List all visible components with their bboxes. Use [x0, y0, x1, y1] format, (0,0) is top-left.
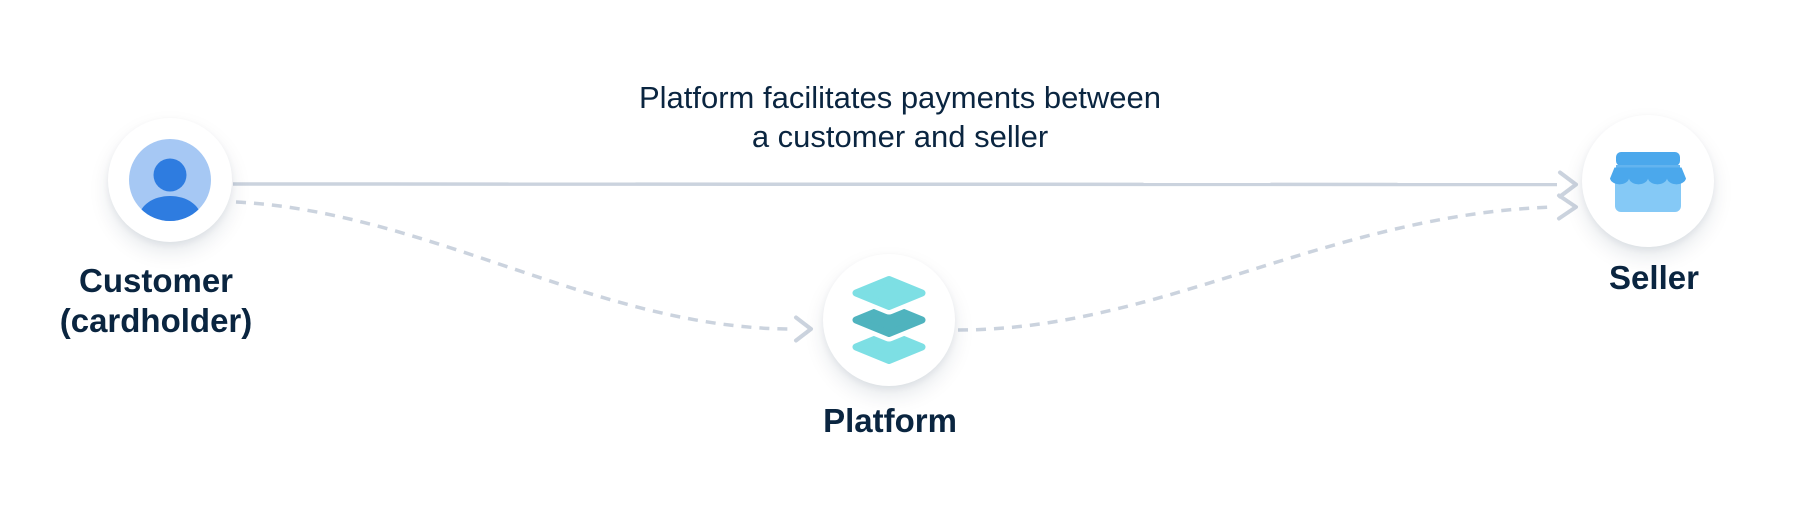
layers-stack-icon — [848, 271, 930, 369]
customer-label: Customer (cardholder) — [59, 262, 253, 339]
seller-node — [1582, 115, 1714, 247]
diagram-title: Platform facilitates payments between a … — [638, 80, 1162, 154]
platform-node — [823, 254, 955, 386]
seller-label: Seller — [1609, 259, 1699, 296]
customer-node — [108, 118, 232, 242]
solid-arrowhead-at-seller-icon — [1558, 170, 1578, 199]
dashed-arrowhead-at-seller-icon — [1557, 193, 1578, 221]
solid-line-customer-to-seller — [232, 182, 1558, 187]
storefront-icon — [1610, 152, 1686, 212]
dashed-line-platform-to-seller — [957, 205, 1555, 332]
dashed-line-customer-to-platform — [235, 200, 793, 331]
platform-label: Platform — [823, 402, 957, 439]
dashed-arrowhead-at-platform-icon — [794, 315, 813, 343]
person-avatar-icon — [129, 139, 211, 221]
